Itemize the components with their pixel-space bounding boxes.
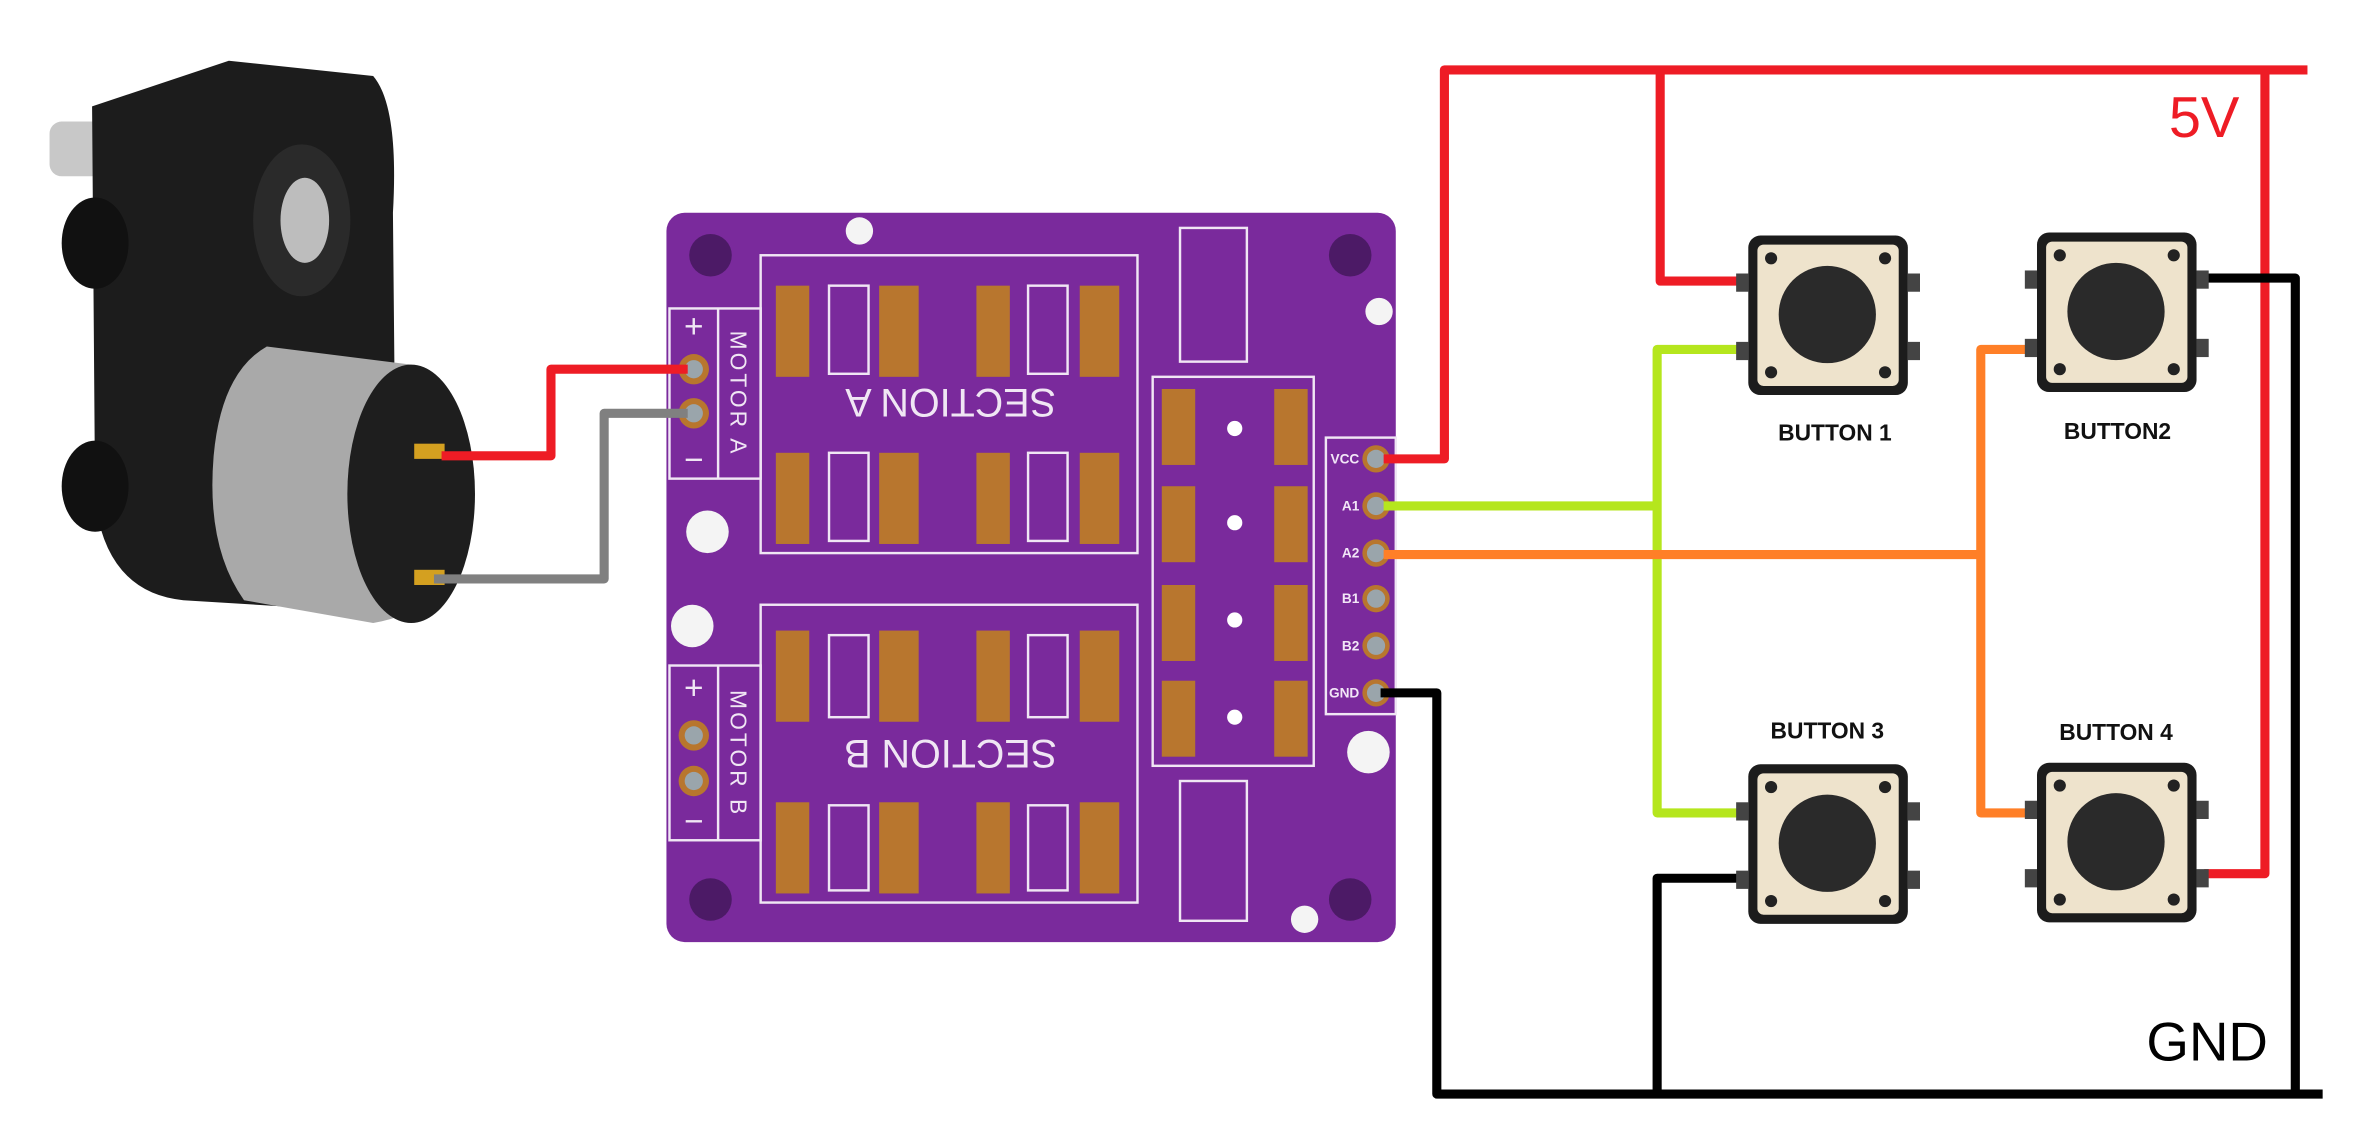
vcc-rail-label: 5V <box>2169 86 2240 150</box>
push-button-2[interactable] <box>2024 232 2209 393</box>
button-4-label: BUTTON 4 <box>2059 719 2173 745</box>
pin-label: VCC <box>1330 451 1359 466</box>
resistor-pads <box>1178 226 1249 923</box>
section-a-label: SECTION A <box>845 380 1056 424</box>
pin-b2: B2 <box>1342 632 1390 660</box>
motor-a-label: MOTOR A <box>725 331 751 457</box>
button-2-label: BUTTON2 <box>2064 418 2171 444</box>
gear-motor <box>49 60 475 623</box>
pin-label: A1 <box>1342 499 1360 514</box>
minus-label: − <box>684 804 704 841</box>
vcc-rail-wire <box>1383 65 2308 464</box>
motor-negative-wire <box>433 408 688 584</box>
vcc-to-button1-wire <box>1655 69 1741 286</box>
motor-positive-wire <box>441 364 688 461</box>
pin-label: A2 <box>1342 546 1360 561</box>
gnd-to-button3-wire <box>1652 873 1741 1095</box>
pin-a1: A1 <box>1342 492 1390 520</box>
motor-driver-board: SECTION A SECTION B <box>666 212 1397 943</box>
mount-tab <box>61 197 129 289</box>
button-1-label: BUTTON 1 <box>1778 420 1892 446</box>
push-button-4[interactable] <box>2024 762 2209 923</box>
plus-label: + <box>684 670 704 707</box>
gnd-rail-label: GND <box>2146 1011 2268 1073</box>
pin-label: B2 <box>1342 638 1360 653</box>
minus-label: − <box>684 442 704 479</box>
pin-label: GND <box>1329 685 1359 700</box>
pin-label: B1 <box>1342 591 1360 606</box>
a1-button-bus-wire <box>1652 344 1741 818</box>
motor-a-terminal: + − MOTOR A <box>668 307 762 480</box>
motor-endcap <box>347 364 475 623</box>
wires <box>433 65 2323 1099</box>
mounting-holes <box>670 217 1393 933</box>
mosfet-pads <box>1151 375 1315 768</box>
motor-b-terminal: + − MOTOR B <box>668 664 762 842</box>
vcc-to-button4-wire <box>2204 69 2270 879</box>
plus-label: + <box>684 308 704 345</box>
gnd-to-button2-wire <box>2204 273 2300 1095</box>
pin-b1: B1 <box>1342 584 1390 613</box>
motor-b-label: MOTOR B <box>725 690 751 817</box>
output-hub <box>280 177 330 263</box>
control-header: VCC A1 A2 B1 B2 GND <box>1324 436 1397 716</box>
pcb <box>666 212 1396 943</box>
push-button-1[interactable] <box>1736 235 1920 396</box>
pin-vcc: VCC <box>1330 445 1390 473</box>
motor-terminal-positive <box>414 443 445 459</box>
mount-tab <box>61 440 129 532</box>
a2-button-bus-wire <box>1976 344 2030 818</box>
pin-a2: A2 <box>1342 539 1390 567</box>
chip-pads <box>775 284 1120 894</box>
push-button-3[interactable] <box>1736 764 1920 924</box>
gnd-rail-wire <box>1380 688 2323 1099</box>
button-3-label: BUTTON 3 <box>1771 717 1884 743</box>
section-b-label: SECTION B <box>844 731 1057 775</box>
